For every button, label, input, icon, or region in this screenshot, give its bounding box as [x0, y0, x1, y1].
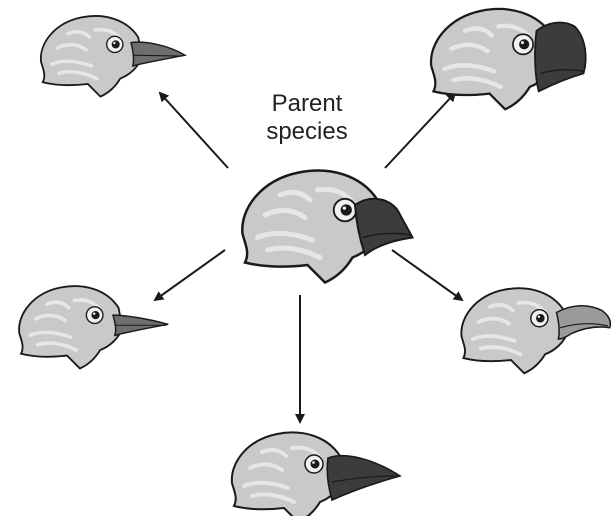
arrow-to-top-right — [385, 93, 455, 168]
parent-species-label: Parent species — [232, 90, 382, 146]
finch-head-hooked-beak-icon — [461, 288, 610, 373]
arrow-to-right — [392, 250, 462, 300]
finch-head-thin-beak-icon — [19, 286, 168, 368]
finch-head-heavy-beak-icon — [431, 9, 586, 109]
arrow-to-top-left — [160, 93, 228, 168]
label-line-1: Parent — [232, 90, 382, 118]
arrow-to-left — [155, 250, 225, 300]
finch-head-large-beak-icon — [242, 171, 412, 283]
label-line-2: species — [232, 118, 382, 146]
finch-head-pointed-beak-icon — [41, 16, 185, 97]
finch-head-long-beak-icon — [232, 432, 400, 516]
